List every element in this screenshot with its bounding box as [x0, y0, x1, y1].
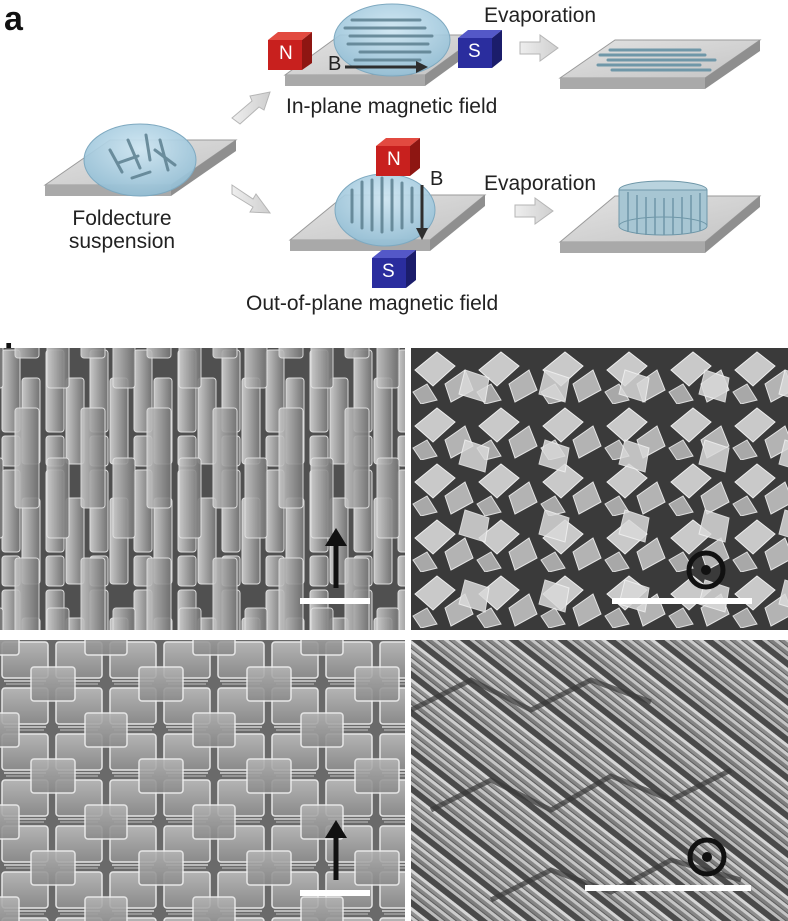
- evaporation-arrow-bottom: [514, 197, 554, 225]
- south-magnet-top: [458, 30, 502, 68]
- out-of-plane-label: Out-of-plane magnetic field: [246, 292, 499, 315]
- out-of-plane-droplet: [334, 173, 436, 247]
- north-magnet-bottom: [376, 138, 420, 176]
- field-direction-out-of-plane-icon-c: [585, 837, 751, 891]
- in-plane-result-foldectures: [596, 48, 717, 72]
- field-label-bottom: B: [430, 168, 444, 190]
- evaporation-label-top: Evaporation: [484, 4, 597, 27]
- out-of-plane-result-foldectures: [618, 180, 708, 236]
- field-direction-out-of-plane-icon-b: [612, 550, 752, 604]
- evaporation-label-bottom: Evaporation: [484, 172, 597, 195]
- magnet-north-top-label: N: [279, 43, 293, 64]
- magnet-south-top-label: S: [468, 41, 481, 62]
- in-plane-droplet: [333, 3, 451, 77]
- in-plane-label: In-plane magnetic field: [286, 95, 498, 118]
- evaporation-arrow-top: [519, 34, 559, 62]
- suspension-label-line1: Foldecture: [72, 207, 172, 230]
- schematic-diagram: [43, 3, 762, 288]
- micrograph-b-right: [411, 348, 788, 630]
- suspension-droplet: [83, 123, 197, 197]
- branch-arrow-down: [231, 184, 272, 214]
- south-magnet-bottom: [372, 250, 416, 288]
- micrograph-b-right-image: [411, 348, 788, 630]
- field-label-top: B: [328, 53, 342, 75]
- micrograph-c-right: [411, 640, 788, 921]
- magnet-south-bottom-label: S: [382, 261, 395, 282]
- branch-arrow-up: [231, 91, 271, 125]
- suspension-label-line2: suspension: [68, 230, 176, 253]
- field-direction-up-arrow-icon-b: [300, 528, 370, 604]
- magnet-north-bottom-label: N: [387, 149, 401, 170]
- north-magnet-top: [268, 32, 312, 70]
- panel-label-a: a: [4, 0, 23, 38]
- field-direction-up-arrow-icon-c: [300, 820, 370, 896]
